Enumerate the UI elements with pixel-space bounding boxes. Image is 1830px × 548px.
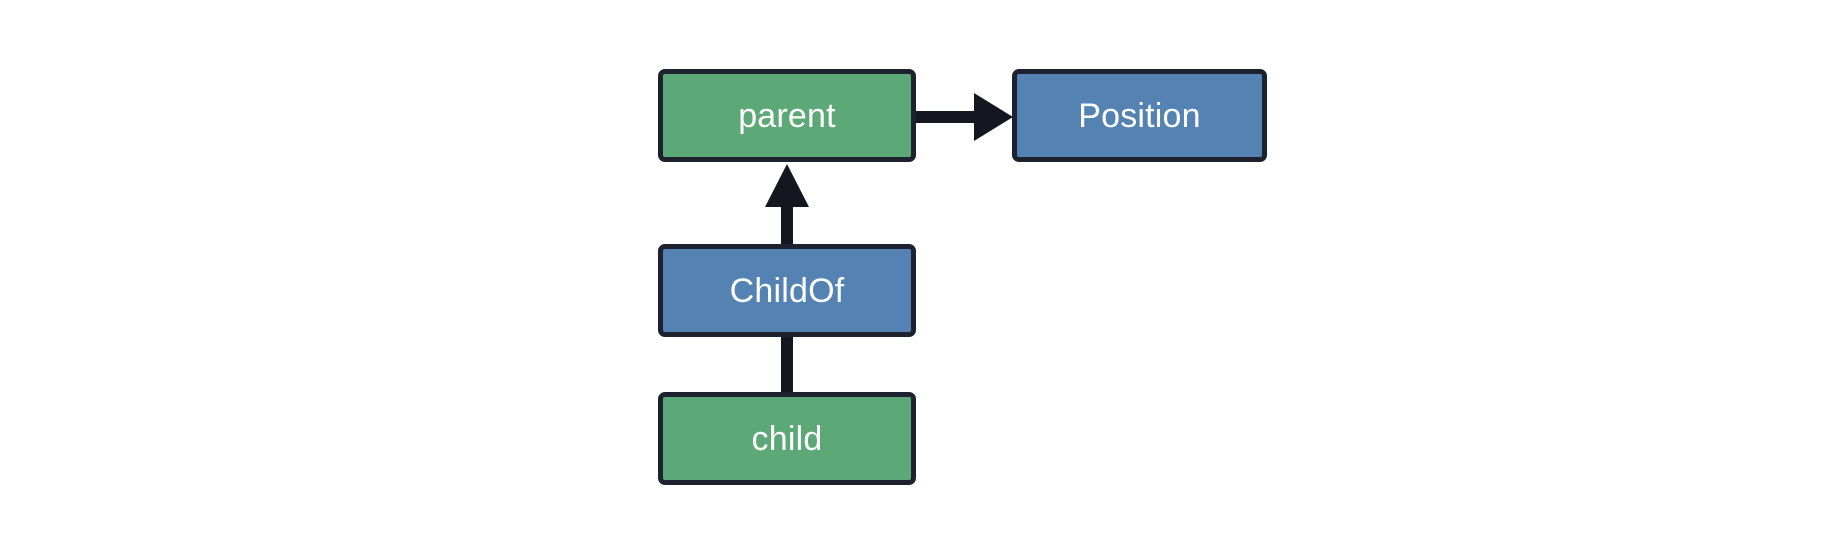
node-parent-label: parent [738,96,836,135]
node-position-label: Position [1078,96,1201,135]
edge-childof-to-parent [765,164,809,246]
node-parent[interactable]: parent [658,69,916,162]
edge-parent-to-position-arrowhead [974,93,1013,141]
edge-parent-to-position [916,93,1013,141]
node-child-label: child [751,419,823,458]
node-child[interactable]: child [658,392,916,485]
edge-child-to-childof-line [781,334,793,394]
node-position[interactable]: Position [1012,69,1267,162]
node-childof[interactable]: ChildOf [658,244,916,337]
edge-childof-to-parent-arrowhead [765,164,809,207]
edge-child-to-childof [781,334,793,394]
node-childof-label: ChildOf [729,271,845,310]
